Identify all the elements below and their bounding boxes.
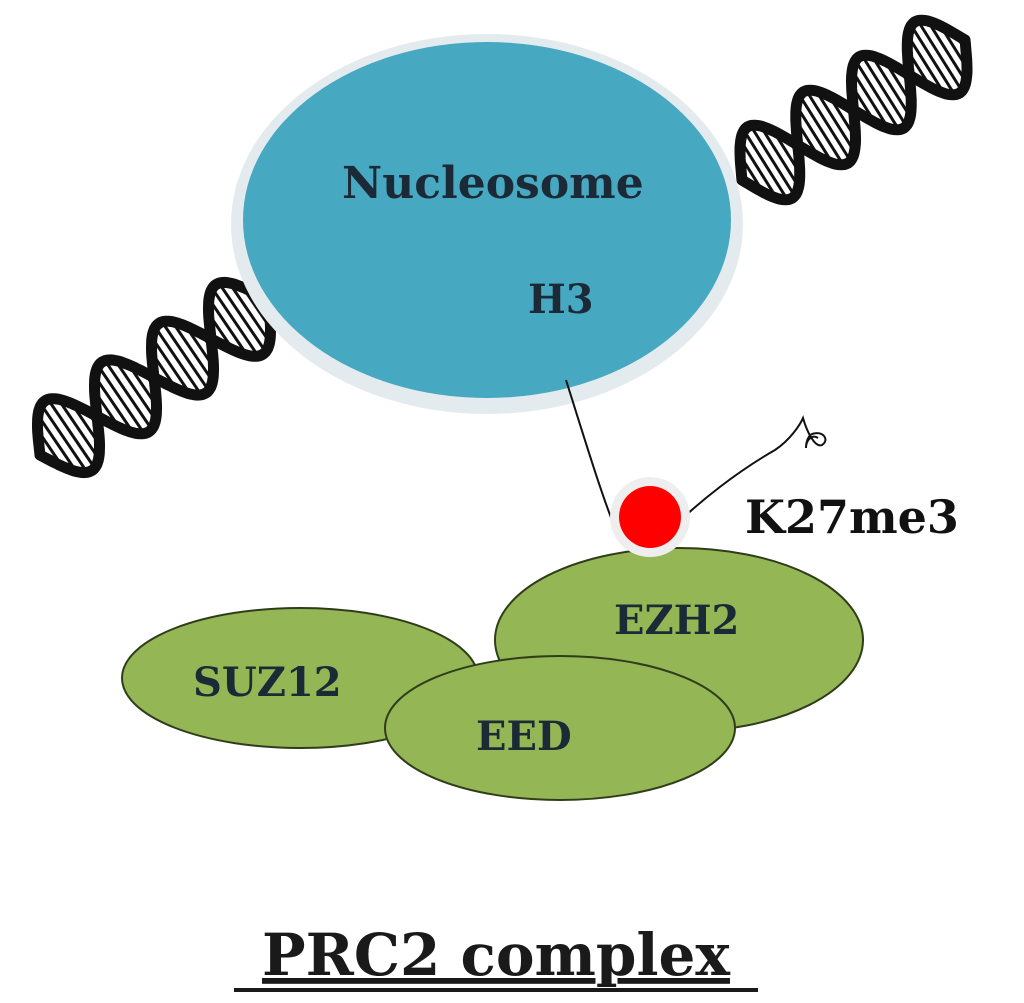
dna-base-pair [57, 398, 100, 460]
complex-title: PRC2 complex [262, 921, 730, 989]
dna-base-pair [211, 287, 260, 357]
dna-base-pair [906, 34, 946, 95]
dna-base-pair [97, 365, 146, 435]
methyl-mark-dot [619, 486, 681, 548]
nucleosome-body [243, 42, 731, 398]
dna-base-pair [815, 90, 856, 153]
nucleosome-label: Nucleosome [342, 158, 644, 209]
dna-helix-right [734, 14, 973, 206]
dna-base-pair [228, 282, 271, 344]
dna-base-pair [850, 69, 890, 130]
dna-base-pair [854, 59, 901, 131]
histone-label: H3 [528, 276, 594, 323]
dna-base-pair [114, 359, 157, 421]
dna-base-pair [217, 282, 267, 353]
dna-base-pair [860, 54, 908, 127]
k27me3-label: K27me3 [745, 490, 959, 544]
dna-base-pair [742, 129, 789, 201]
dna-base-pair [171, 320, 214, 382]
methyl-mark [610, 477, 690, 557]
dna-base-pair [93, 375, 135, 434]
dna-base-pair [795, 104, 834, 165]
dna-base-pair [926, 20, 968, 83]
dna-base-pair [798, 94, 845, 166]
dna-base-pair [103, 359, 153, 431]
dna-base-pair [160, 321, 210, 392]
suz12-label: SUZ12 [193, 659, 342, 706]
dna-base-pair [909, 24, 956, 96]
eed-label: EED [476, 713, 572, 760]
dna-base-pair [154, 326, 203, 396]
dna-base-pair [150, 336, 192, 395]
dna-strand [736, 14, 971, 206]
annotation-pointer [664, 415, 827, 536]
dna-base-pair [870, 55, 912, 118]
dna-base-pair [759, 125, 800, 188]
dna-base-pair [40, 403, 89, 474]
dna-base-pair [916, 19, 964, 92]
dna-strand [32, 294, 276, 461]
dna-helix-left [32, 276, 276, 479]
histone-tail [565, 379, 616, 529]
eed-subunit [384, 655, 736, 801]
dna-base-pair [805, 89, 852, 162]
prc2-subunits: EZH2 SUZ12 EED [121, 547, 864, 801]
dna-base-pair [739, 139, 779, 200]
dna-base-pair [46, 398, 96, 469]
dna-base-pair [207, 298, 249, 357]
ezh2-label: EZH2 [614, 597, 739, 644]
dna-base-pair [749, 124, 796, 197]
dna-base-pair [36, 414, 78, 473]
nucleosome: Nucleosome H3 [231, 34, 743, 414]
